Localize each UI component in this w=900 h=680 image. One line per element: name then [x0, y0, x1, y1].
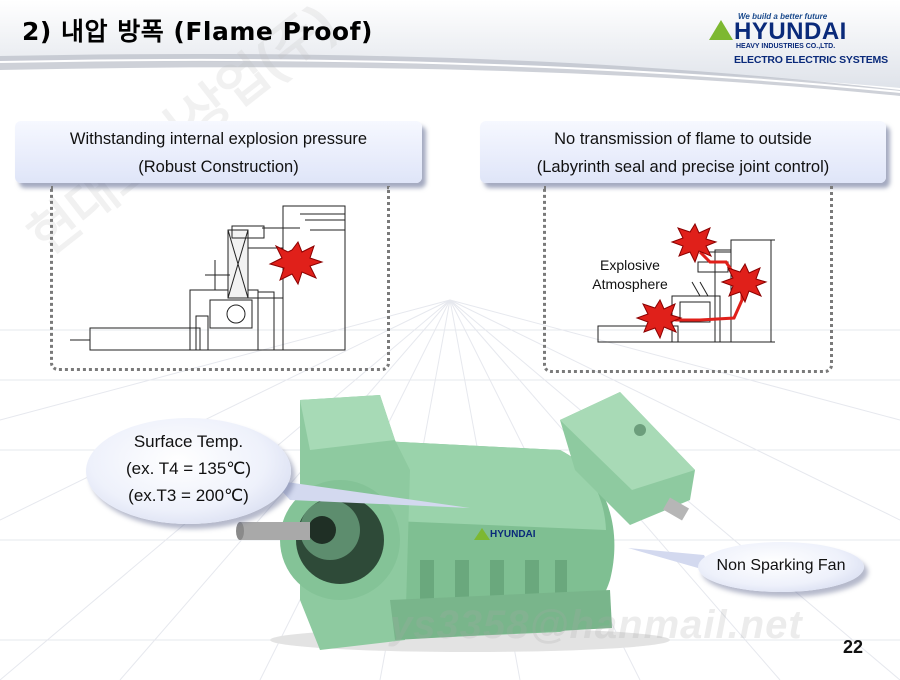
enclosure-cross-section-left	[70, 205, 346, 351]
surface-temp-callout: Surface Temp. (ex. T4 = 135℃) (ex.T3 = 2…	[86, 418, 291, 524]
non-sparking-fan-callout: Non Sparking Fan	[698, 542, 864, 592]
logo-division: ELECTRO ELECTRIC SYSTEMS	[734, 54, 888, 66]
surface-temp-line3: (ex.T3 = 200℃)	[128, 486, 249, 505]
watermark-email: ys3358@hanmail.net	[390, 603, 803, 647]
diagram-frame-left	[50, 186, 390, 371]
labyrinth-seal-box: No transmission of flame to outside (Lab…	[480, 121, 886, 183]
diagram-frame-right	[543, 186, 833, 373]
logo-triangle-icon	[709, 20, 733, 40]
box-left-line1: Withstanding internal explosion pressure	[69, 130, 368, 148]
logo-subbrand: HEAVY INDUSTRIES CO.,LTD.	[736, 43, 836, 50]
logo-brand: HYUNDAI	[734, 18, 847, 45]
logo-tagline: We build a better future	[738, 12, 828, 21]
callout-pointer-fan	[628, 548, 712, 572]
page-title: 2) 내압 방폭 (Flame Proof)	[22, 17, 373, 46]
flame-burst-right-top-icon	[670, 222, 718, 264]
box-right-line2: (Labyrinth seal and precise joint contro…	[536, 158, 830, 176]
motor-badge: HYUNDAI	[490, 529, 536, 540]
flame-burst-left-icon	[268, 240, 324, 286]
explosive-atmosphere-label: Explosive Atmosphere	[582, 256, 678, 294]
flame-burst-right-mid-icon	[720, 262, 768, 304]
explosive-label-line2: Atmosphere	[592, 276, 668, 292]
box-left-line2: (Robust Construction)	[138, 158, 299, 176]
flame-burst-right-low-icon	[635, 298, 683, 340]
flameproof-motor-image	[236, 392, 695, 652]
robust-construction-box: Withstanding internal explosion pressure…	[15, 121, 422, 183]
callout-pointer-surface	[272, 480, 470, 508]
surface-temp-line1: Surface Temp.	[133, 432, 244, 451]
box-right-line1: No transmission of flame to outside	[554, 130, 812, 148]
explosive-label-line1: Explosive	[600, 257, 660, 273]
surface-temp-line2: (ex. T4 = 135℃)	[125, 459, 252, 478]
flame-path-icon	[659, 250, 744, 322]
page-number: 22	[843, 637, 864, 657]
